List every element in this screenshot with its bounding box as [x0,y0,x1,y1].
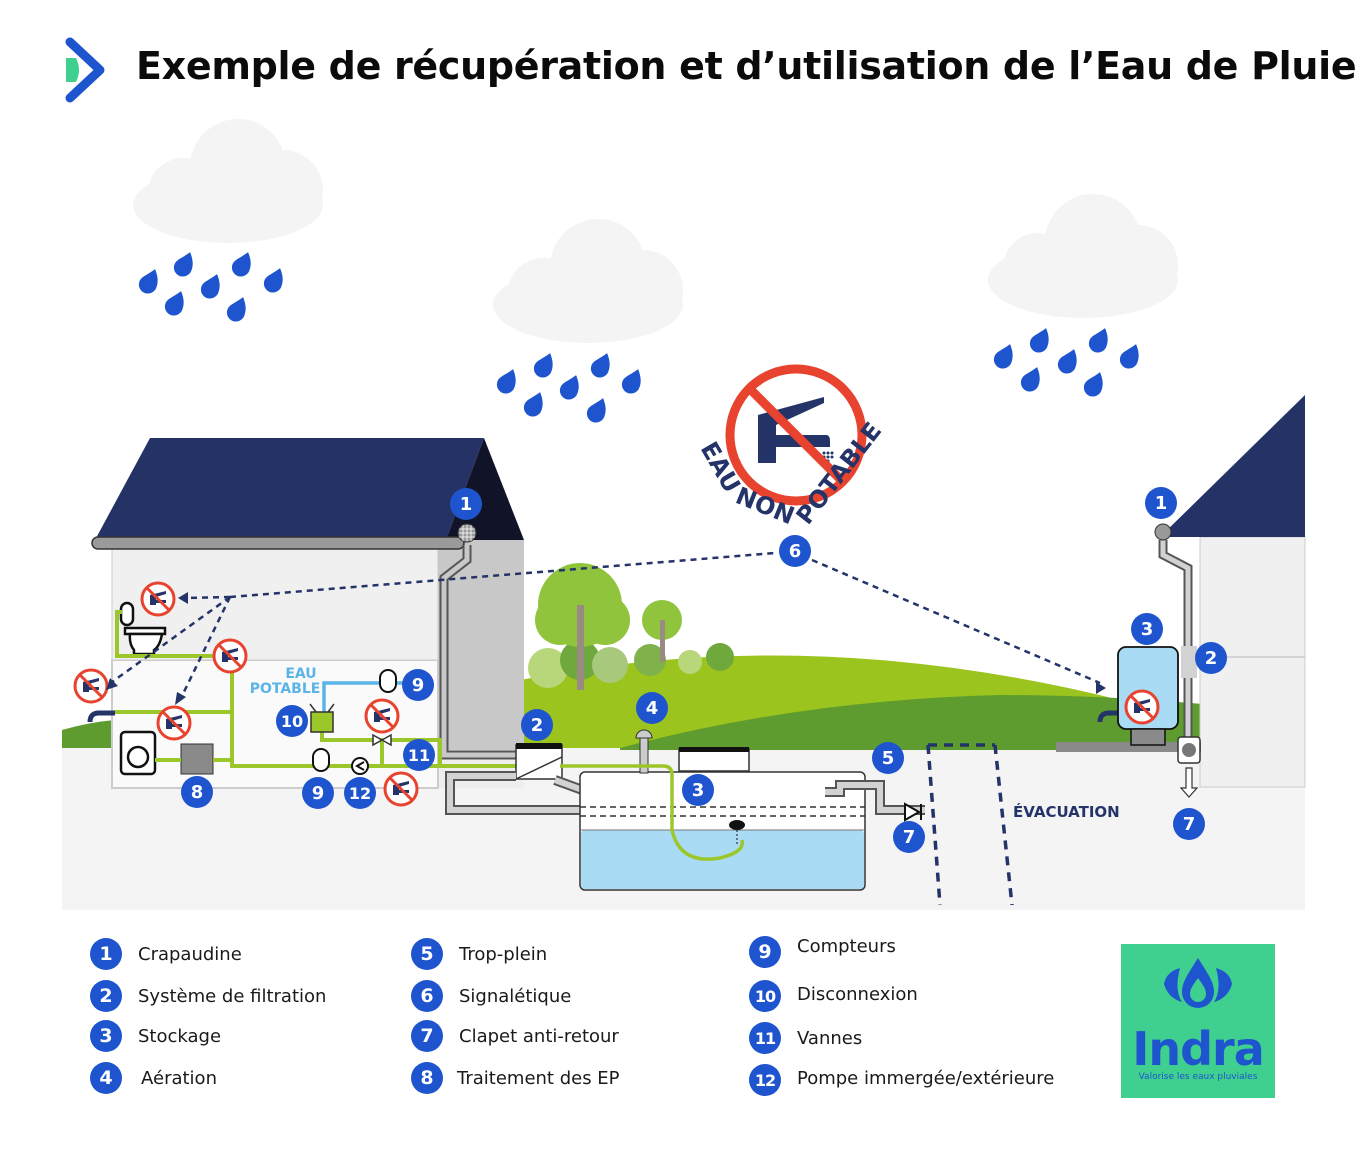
legend-item: 5 Trop-plein [411,938,547,970]
svg-text:4: 4 [646,698,659,719]
diagram-markers: 1 6 2 4 3 5 7 8 9 9 10 11 12 1 3 2 7 [181,487,1227,853]
legend-badge: 6 [411,980,443,1012]
legend-label: Système de filtration [138,985,327,1007]
svg-text:7: 7 [903,827,916,848]
legend-badge: 5 [411,938,443,970]
legend-label: Stockage [138,1025,222,1047]
double-chevron-icon [65,37,105,103]
potable-label-1: EAU [285,666,316,682]
svg-text:3: 3 [692,780,705,801]
legend-item: 1 Crapaudine [90,938,242,970]
brand-logo: Indra Valorise les eaux pluviales [1121,944,1275,1098]
svg-text:3: 3 [1141,619,1154,640]
legend-label: Pompe immergée/extérieure [797,1067,1055,1089]
svg-text:5: 5 [882,748,895,769]
legend-label: Traitement des EP [457,1067,620,1089]
legend-label: Vannes [797,1027,863,1049]
water-drop-leaves-icon [1164,958,1232,1008]
legend-badge: 1 [90,938,122,970]
legend-label: Aération [141,1067,217,1089]
legend-label: Signalétique [459,985,572,1007]
legend-badge: 2 [90,980,122,1012]
potable-label-2: POTABLE [250,681,321,697]
legend-badge: 12 [749,1064,781,1096]
legend-badge: 10 [749,980,781,1012]
svg-text:1: 1 [460,494,473,515]
legend-badge: 11 [749,1022,781,1054]
treatment-box [180,743,214,775]
brand-name: Indra [1132,1022,1265,1076]
toilet-icon [119,601,167,656]
legend-item: 12 Pompe immergée/extérieure [749,1064,1054,1096]
legend-item: 7 Clapet anti-retour [411,1020,619,1052]
brand-tagline: Valorise les eaux pluviales [1138,1072,1258,1082]
rainwater-diagram: EAU POTABLE [62,119,1306,910]
legend-label: Disconnexion [797,983,918,1005]
svg-text:6: 6 [789,541,802,562]
evacuation-label: ÉVACUATION [1013,802,1120,821]
legend-item: 8 Traitement des EP [411,1062,620,1094]
legend-label: Compteurs [797,935,896,957]
legend-label: Crapaudine [138,943,242,965]
legend-item: 6 Signalétique [411,980,571,1012]
svg-text:10: 10 [281,712,303,731]
legend-label: Trop-plein [459,943,548,965]
legend-badge: 7 [411,1020,443,1052]
legend-item: 10 Disconnexion [749,980,918,1012]
legend: 1 Crapaudine 2 Système de filtration 3 S… [0,935,1366,1115]
header [62,30,114,110]
tree-icon [535,563,682,690]
page-title: Exemple de récupération et d’utilisation… [136,44,1357,88]
washing-machine-icon [119,730,157,776]
legend-item: 9 Compteurs [749,936,896,968]
legend-badge: 8 [411,1062,443,1094]
svg-text:2: 2 [1205,648,1218,669]
legend-badge: 4 [90,1062,122,1094]
cloud-icon [133,119,1178,343]
legend-item: 11 Vannes [749,1022,862,1054]
no-drinking-water-icon [725,364,867,506]
svg-text:2: 2 [531,715,544,736]
legend-label: Clapet anti-retour [459,1025,619,1047]
svg-text:9: 9 [412,675,425,696]
svg-text:1: 1 [1155,493,1168,514]
legend-badge: 9 [749,936,781,968]
svg-text:7: 7 [1183,814,1196,835]
svg-text:11: 11 [408,746,430,765]
legend-item: 4 Aération [90,1062,217,1094]
legend-item: 2 Système de filtration [90,980,326,1012]
svg-text:9: 9 [312,783,325,804]
svg-text:12: 12 [349,784,371,803]
legend-item: 3 Stockage [90,1020,221,1052]
svg-text:8: 8 [191,782,204,803]
legend-badge: 3 [90,1020,122,1052]
